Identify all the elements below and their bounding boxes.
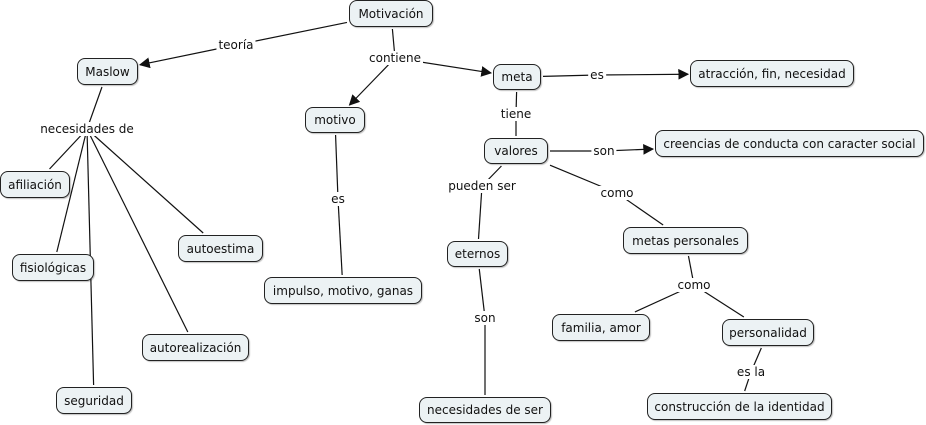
connector-line — [86, 128, 189, 333]
concept-node-atraccion[interactable]: atracción, fin, necesidad — [690, 60, 854, 87]
link-label-son-valores: son — [591, 144, 617, 158]
connector-line — [477, 185, 483, 240]
concept-node-necesidades-ser[interactable]: necesidades de ser — [419, 397, 551, 423]
connector-line — [542, 74, 598, 77]
connector-line — [56, 128, 88, 253]
connector-line — [478, 268, 486, 319]
concept-node-metas-personales[interactable]: metas personales — [623, 227, 748, 254]
concept-node-maslow[interactable]: Maslow — [77, 58, 138, 85]
concept-node-seguridad[interactable]: seguridad — [56, 387, 132, 414]
link-label-teoria: teoría — [216, 38, 256, 52]
concept-node-creencias[interactable]: creencias de conducta con caracter socia… — [655, 130, 924, 157]
concept-node-autoestima[interactable]: autoestima — [178, 235, 263, 262]
connector-arrow — [348, 57, 396, 106]
concept-node-personalidad[interactable]: personalidad — [722, 319, 814, 346]
concept-node-afiliacion[interactable]: afiliación — [0, 171, 70, 198]
concept-node-impulso[interactable]: impulso, motivo, ganas — [264, 277, 422, 304]
concept-node-motivacion[interactable]: Motivación — [349, 0, 433, 27]
concept-node-motivo[interactable]: motivo — [305, 107, 365, 133]
link-label-como-metas: como — [675, 278, 713, 292]
concept-node-valores[interactable]: valores — [484, 138, 548, 164]
concept-node-construccion[interactable]: construcción de la identidad — [647, 393, 832, 420]
concept-node-fisiologicas[interactable]: fisiológicas — [12, 254, 94, 281]
link-label-contiene: contiene — [367, 51, 423, 65]
link-label-es-la: es la — [734, 365, 768, 379]
connector-line — [86, 128, 204, 234]
link-label-es-motivo: es — [329, 192, 347, 206]
link-label-como-valores: como — [598, 186, 636, 200]
connector-arrow — [596, 68, 690, 80]
link-label-es-meta: es — [588, 68, 606, 82]
concept-node-eternos[interactable]: eternos — [447, 241, 508, 267]
connector-line — [337, 198, 343, 276]
link-label-son-eternos: son — [472, 311, 498, 325]
link-label-pueden-ser: pueden ser — [446, 179, 518, 193]
link-label-tiene: tiene — [498, 107, 534, 121]
link-label-necesidades-de: necesidades de — [38, 122, 136, 136]
concept-node-familia[interactable]: familia, amor — [552, 314, 650, 341]
connector-line — [334, 134, 339, 200]
concept-node-autorealizacion[interactable]: autorealización — [142, 334, 249, 361]
concept-node-meta[interactable]: meta — [493, 64, 541, 90]
